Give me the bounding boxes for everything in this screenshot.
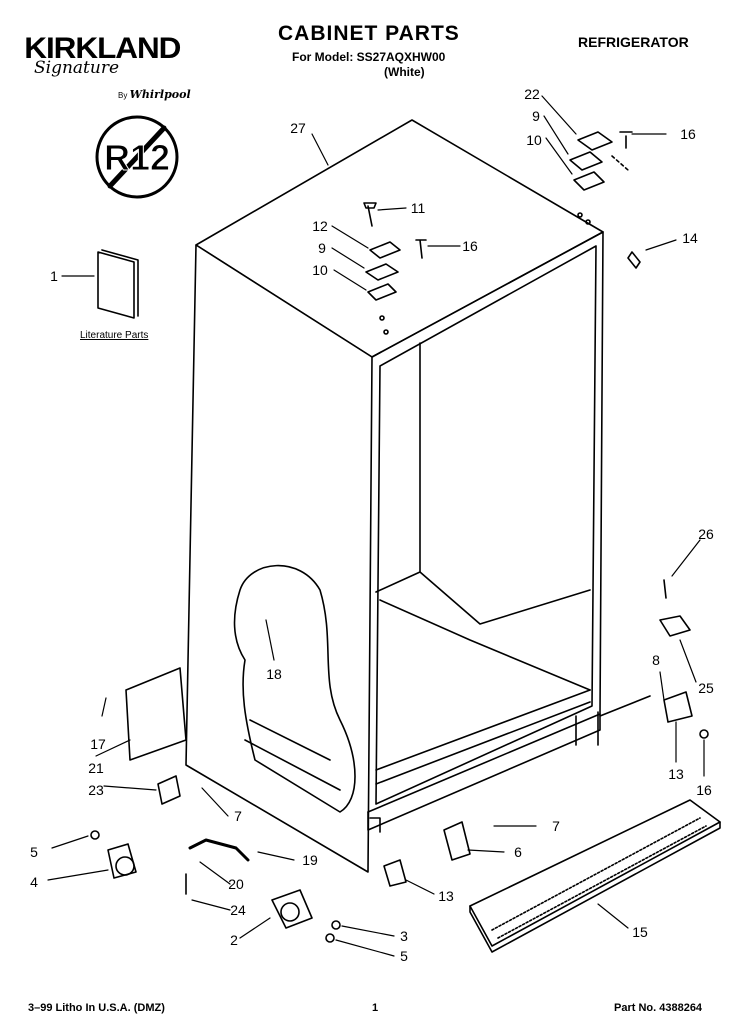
r12-badge: R12	[95, 115, 179, 199]
callout-4: 4	[30, 874, 38, 890]
callout-19: 19	[302, 852, 318, 868]
callout-6: 6	[514, 844, 522, 860]
callout-17: 17	[90, 736, 106, 752]
right-bracket-parts	[383, 579, 709, 887]
callout-10-left: 10	[312, 262, 328, 278]
hinge-left-stack	[363, 202, 427, 335]
callout-25: 25	[698, 680, 714, 696]
callout-9-right: 9	[532, 108, 540, 124]
brand-logo: KIRKLAND	[24, 32, 181, 65]
base-grille	[469, 799, 721, 953]
category-label: REFRIGERATOR	[578, 34, 689, 50]
callout-18: 18	[266, 666, 282, 682]
callout-15: 15	[632, 924, 648, 940]
leader-lines	[47, 95, 705, 957]
literature-parts-label: Literature Parts	[80, 330, 149, 341]
brand-signature: Signature	[34, 58, 120, 78]
callout-26: 26	[698, 526, 714, 542]
callout-8: 8	[652, 652, 660, 668]
callout-27: 27	[290, 120, 306, 136]
left-bracket-parts	[90, 667, 341, 943]
page-title: CABINET PARTS	[278, 22, 460, 45]
callout-11: 11	[410, 200, 426, 216]
callout-24: 24	[230, 902, 246, 918]
callout-14: 14	[682, 230, 698, 246]
callout-9-left: 9	[318, 240, 326, 256]
footer-litho: 3–99 Litho In U.S.A. (DMZ)	[28, 1002, 165, 1014]
callout-16-top-right: 16	[680, 126, 696, 142]
callout-1: 1	[50, 268, 58, 284]
callout-21: 21	[88, 760, 104, 776]
callout-16-left: 16	[462, 238, 478, 254]
callout-20: 20	[228, 876, 244, 892]
callout-12: 12	[312, 218, 328, 234]
maker-logo: Whirlpool	[129, 88, 191, 101]
color-label: (White)	[384, 65, 425, 79]
callout-10-right: 10	[526, 132, 542, 148]
model-line: For Model: SS27AQXHW00	[292, 50, 446, 64]
callout-13-bottom: 13	[438, 888, 454, 904]
by-prefix: By	[118, 91, 128, 100]
callout-22: 22	[524, 86, 540, 102]
callout-13-right: 13	[668, 766, 684, 782]
callout-16-bottom-right: 16	[696, 782, 712, 798]
r12-text: R12	[104, 137, 170, 178]
callout-3: 3	[400, 928, 408, 944]
literature-booklet	[97, 249, 139, 319]
callout-7-right: 7	[552, 818, 560, 834]
callout-2: 2	[230, 932, 238, 948]
maker-line: By Whirlpool	[118, 88, 191, 101]
callout-7-left: 7	[234, 808, 242, 824]
callout-5-bottom: 5	[400, 948, 408, 964]
callout-5-left: 5	[30, 844, 38, 860]
callout-23: 23	[88, 782, 104, 798]
cabinet-body	[185, 119, 651, 873]
hinge-right-stack	[569, 131, 641, 269]
footer-part-number: Part No. 4388264	[614, 1002, 703, 1014]
footer-page-number: 1	[372, 1002, 379, 1014]
